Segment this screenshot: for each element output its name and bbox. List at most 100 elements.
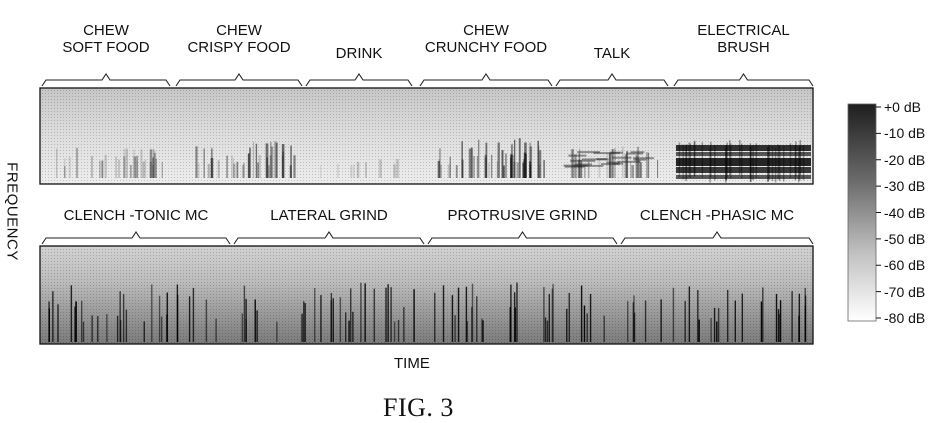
spike — [403, 307, 405, 342]
energy-burst — [580, 161, 583, 178]
colorbar-ticks — [876, 106, 881, 319]
energy-burst — [639, 162, 642, 178]
brush-burst — [750, 147, 752, 183]
spike — [603, 315, 605, 342]
energy-burst — [211, 148, 213, 178]
spike — [684, 300, 686, 342]
energy-burst — [282, 151, 285, 178]
energy-burst — [353, 164, 355, 178]
brush-burst — [693, 141, 696, 177]
spike — [442, 285, 445, 342]
energy-burst — [598, 160, 601, 178]
energy-burst — [484, 154, 487, 178]
spike — [125, 309, 128, 342]
spike — [775, 293, 778, 342]
energy-burst — [258, 155, 261, 178]
top-segment-label: CHEW CRISPY FOOD — [187, 22, 291, 56]
energy-burst — [217, 160, 220, 178]
spike — [451, 295, 454, 342]
bottom-spectrogram — [39, 245, 814, 345]
colorbar-tick-label: -40 dB — [884, 204, 926, 221]
brush-burst — [701, 142, 704, 178]
spike — [471, 307, 473, 342]
spike — [205, 299, 208, 342]
spike — [716, 321, 718, 342]
talk-formant — [612, 162, 624, 165]
spike — [710, 317, 712, 342]
energy-burst — [104, 154, 107, 178]
energy-burst — [614, 148, 616, 178]
energy-burst — [275, 142, 278, 178]
energy-burst — [468, 148, 471, 178]
brush-burst — [782, 146, 785, 182]
bottom-segment-label: LATERAL GRIND — [270, 207, 388, 224]
talk-formant — [573, 164, 604, 167]
spike — [583, 305, 586, 342]
spike — [82, 321, 85, 342]
energy-burst — [449, 156, 451, 178]
energy-burst — [513, 161, 516, 178]
spike — [352, 311, 354, 342]
energy-burst — [257, 162, 259, 178]
energy-burst — [505, 153, 507, 178]
bottom-segment-braces — [41, 231, 814, 245]
energy-burst — [635, 154, 637, 178]
energy-burst — [289, 165, 292, 178]
talk-formant — [633, 158, 647, 161]
spike — [727, 289, 729, 342]
spike — [301, 313, 303, 342]
brush-burst — [771, 146, 774, 182]
talk-formant — [609, 151, 624, 154]
energy-burst — [203, 148, 205, 178]
energy-burst — [232, 157, 235, 178]
spike — [454, 315, 456, 342]
energy-burst — [611, 149, 614, 178]
energy-burst — [647, 152, 650, 178]
spike — [660, 299, 662, 342]
energy-burst — [290, 145, 293, 178]
energy-burst — [606, 153, 608, 178]
energy-burst — [631, 165, 634, 178]
energy-burst — [511, 154, 514, 178]
spike — [75, 301, 77, 342]
spike — [566, 308, 568, 342]
spike — [143, 321, 145, 342]
talk-formant — [596, 158, 607, 161]
colorbar-gradient — [847, 103, 877, 322]
spike — [627, 301, 629, 342]
colorbar — [847, 103, 881, 322]
energy-burst — [626, 150, 629, 178]
spike — [332, 298, 334, 342]
talk-formant — [570, 159, 596, 162]
energy-burst — [123, 148, 126, 178]
spike — [548, 293, 551, 342]
energy-burst — [136, 160, 139, 178]
brush-burst — [799, 140, 801, 176]
spike — [397, 319, 400, 342]
brush-burst — [795, 141, 797, 177]
energy-burst — [638, 159, 641, 178]
spike — [364, 283, 366, 342]
spike — [778, 313, 781, 342]
spike — [546, 320, 549, 342]
spike — [241, 313, 244, 342]
spike — [713, 307, 716, 342]
talk-formant — [577, 151, 600, 154]
brush-band — [676, 175, 811, 179]
brush-band — [676, 152, 811, 156]
energy-burst — [195, 146, 198, 178]
energy-burst — [101, 160, 104, 178]
brush-burst — [685, 144, 688, 180]
brush-band — [676, 145, 811, 151]
spike — [57, 304, 59, 342]
energy-burst — [440, 164, 443, 178]
spike — [348, 320, 350, 342]
brush-burst — [794, 145, 797, 181]
energy-burst — [152, 164, 154, 178]
energy-burst — [476, 155, 479, 178]
energy-burst — [539, 150, 542, 178]
energy-burst — [149, 149, 153, 178]
energy-burst — [472, 156, 475, 178]
energy-burst — [510, 157, 512, 178]
energy-burst — [513, 139, 516, 178]
